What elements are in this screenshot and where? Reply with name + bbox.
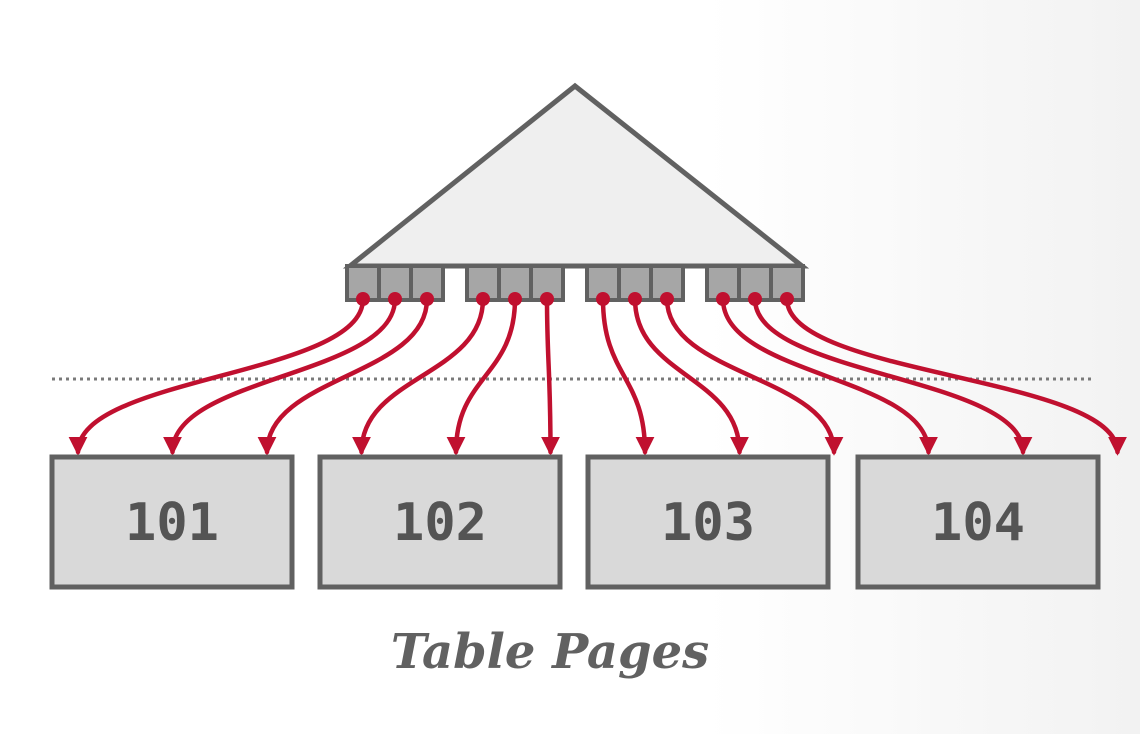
pointer-arrow xyxy=(752,296,1033,456)
pointer-arrow xyxy=(784,296,1127,456)
pointer-arrow xyxy=(163,296,398,456)
pointer-dot xyxy=(356,292,370,306)
page-box xyxy=(317,454,563,590)
pointer-dot xyxy=(388,292,402,306)
pointer-arrow xyxy=(446,296,518,456)
pointer-arrows xyxy=(68,292,1127,456)
pointer-arrow xyxy=(720,296,938,456)
table-page-104: 104 xyxy=(855,454,1101,590)
table-page-102: 102 xyxy=(317,454,563,590)
page-number: 103 xyxy=(661,493,755,553)
pointer-arrow xyxy=(600,296,655,456)
table-pages: 101 102 103 104 xyxy=(49,454,1101,590)
pointer-arrow xyxy=(257,296,430,456)
leaf-node-2 xyxy=(465,264,565,302)
pointer-dot xyxy=(716,292,730,306)
page-box xyxy=(585,454,831,590)
pointer-dot xyxy=(628,292,642,306)
table-page-101: 101 xyxy=(49,454,295,590)
pointer-dot xyxy=(476,292,490,306)
index-leaf-nodes xyxy=(345,264,805,302)
pointer-arrow xyxy=(541,296,560,456)
page-box xyxy=(855,454,1101,590)
page-number: 102 xyxy=(393,493,487,553)
pointer-dot xyxy=(540,292,554,306)
index-tree-triangle xyxy=(342,82,810,269)
table-page-103: 103 xyxy=(585,454,831,590)
page-number: 104 xyxy=(931,493,1025,553)
pointer-dot xyxy=(660,292,674,306)
pointer-dot xyxy=(508,292,522,306)
pointer-arrow xyxy=(352,296,486,456)
pointer-dot xyxy=(420,292,434,306)
pointer-dot xyxy=(780,292,794,306)
page-number: 101 xyxy=(125,493,219,553)
page-box xyxy=(49,454,295,590)
pointer-dot xyxy=(748,292,762,306)
table-pages-caption: Table Pages xyxy=(390,624,710,680)
pointer-arrow xyxy=(664,296,844,456)
pointer-arrow xyxy=(632,296,749,456)
pointer-arrow xyxy=(68,296,366,456)
pointer-dot xyxy=(596,292,610,306)
